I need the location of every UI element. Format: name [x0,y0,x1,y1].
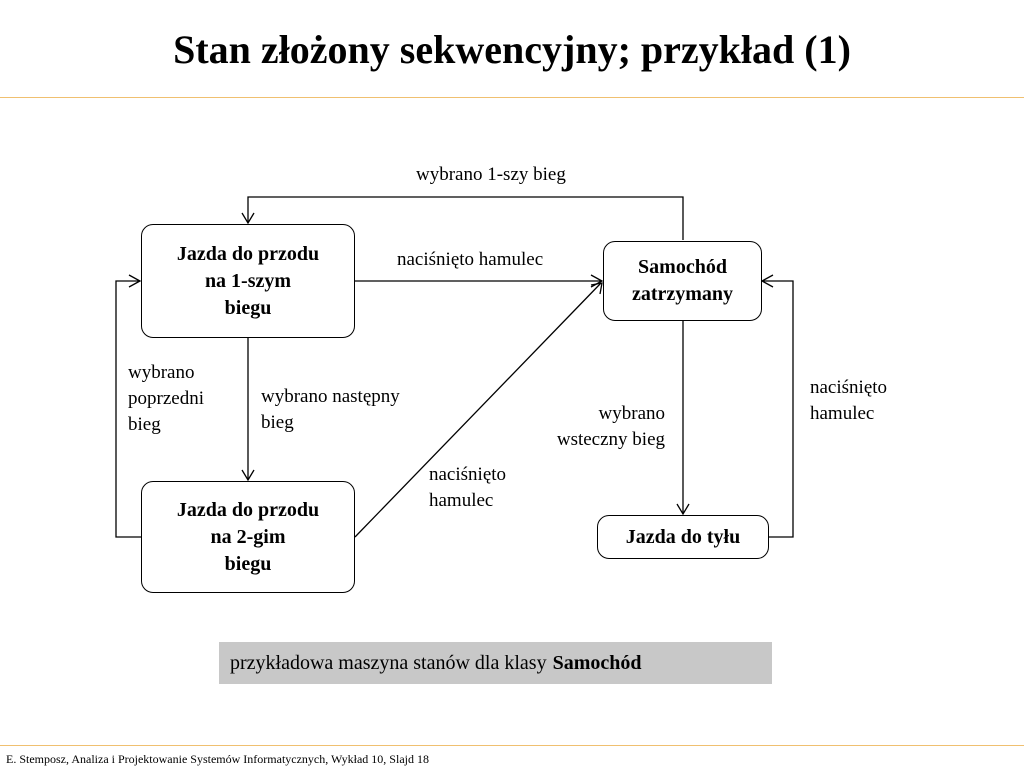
arrowhead-brake-from-reverse [760,274,774,288]
arrowhead-brake-from-2 [590,282,603,295]
state-label-line: Jazda do przodu [176,242,320,265]
state-label-line: zatrzymany [631,283,734,305]
label-reverse-gear: wybrano wsteczny bieg [556,403,665,450]
label-prev-gear: wybrano poprzedni bieg [128,362,204,435]
title-divider [0,97,1024,98]
arrowhead-next-gear [241,469,255,482]
label-first-gear: wybrano 1-szy bieg [416,164,566,185]
slide-footer: E. Stemposz, Analiza i Projektowanie Sys… [6,752,429,766]
transition-prev-gear [115,280,141,538]
label-next-gear: wybrano następny bieg [261,386,400,433]
transition-brake-from-reverse [763,280,794,538]
state-label-line: Samochód [638,256,727,278]
state-label-line: na 2-gim [210,525,286,548]
state-label-line: na 1-szym [204,269,292,292]
caption-class-name: Samochód [552,651,642,674]
label-brake-from-reverse: naciśnięto hamulec [810,377,888,424]
state-label-line: biegu [224,296,272,319]
diagram-caption: przykładowa maszyna stanów dla klasy Sam… [219,642,772,684]
arrowhead-first-gear [241,212,255,225]
caption-text: przykładowa maszyna stanów dla klasy [230,651,547,674]
transition-brake-from-2 [354,282,602,538]
arrowhead-brake-from-1 [590,274,604,288]
state-reverse: Jazda do tyłu [597,515,769,559]
state-label-line: Jazda do przodu [176,498,320,521]
label-brake-from-1: naciśnięto hamulec [397,249,544,270]
arrowhead-prev-gear [128,274,142,288]
transition-first-gear [247,196,684,240]
state-forward-first-gear: Jazda do przodu na 1-szym biegu [141,224,355,338]
state-forward-second-gear: Jazda do przodu na 2-gim biegu [141,481,355,593]
state-label-line: Jazda do tyłu [625,525,741,548]
state-car-stopped: Samochód zatrzymany [603,241,762,321]
footer-divider [0,745,1024,746]
state-label-line: biegu [224,552,272,575]
label-brake-from-2: naciśnięto hamulec [429,464,507,511]
slide-title: Stan złożony sekwencyjny; przykład (1) [173,27,851,72]
arrowhead-reverse-gear [676,503,690,516]
